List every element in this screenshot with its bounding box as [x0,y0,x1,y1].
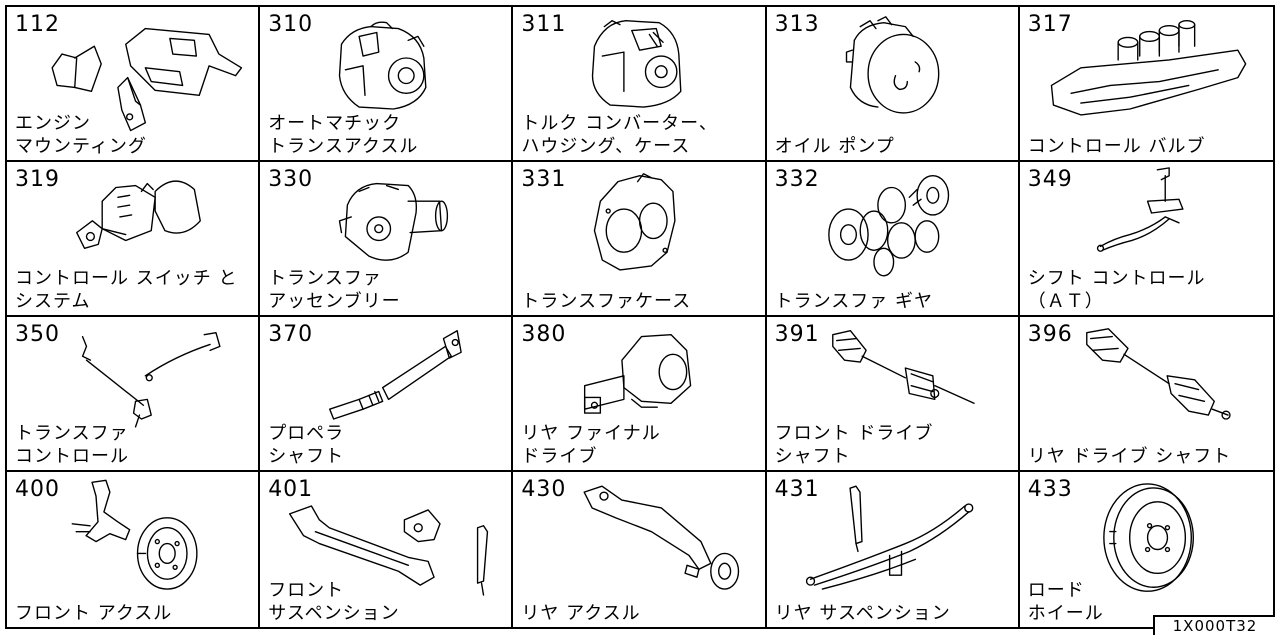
torque-converter-housing-illustration [592,20,682,108]
catalog-cell-330[interactable]: 330 トランスファ アッセンブリー [260,162,514,317]
part-number: 350 [15,322,60,347]
catalog-cell-391[interactable]: 391 フロント ドライブ シャフト [766,317,1020,472]
catalog-cell-311[interactable]: 311 トルク コンバーター、 ハウジング、ケース [513,7,767,162]
part-number: 370 [268,322,314,347]
part-label: オイル ポンプ [774,136,895,157]
part-label: リヤ ドライブ シャフト [1027,446,1232,467]
part-number: 317 [1027,12,1073,37]
transfer-case-illustration [594,173,676,271]
part-label: ロード ホイール [1027,580,1104,624]
part-number: 311 [521,12,567,37]
front-suspension-illustration [289,505,489,596]
part-number: 396 [1027,322,1073,347]
part-number: 391 [774,322,820,347]
part-label: フロント サスペンション [268,580,400,624]
catalog-cell-332[interactable]: 332 トランスファ ギヤ [766,162,1020,317]
catalog-cell-380[interactable]: 380 リヤ ファイナル ドライブ [513,317,767,472]
transfer-assembly-illustration [339,182,449,261]
part-label: エンジン マウンティング [15,113,147,157]
part-number: 112 [15,12,60,37]
part-label: フロント アクスル [15,603,173,624]
front-axle-illustration [71,479,198,590]
part-label: トランスファ コントロール [15,423,129,467]
part-number: 433 [1027,477,1073,502]
catalog-code-label: 1X000T32 [1153,615,1275,635]
part-label: リヤ ファイナル ドライブ [521,423,661,467]
catalog-cell-401[interactable]: 401 フロント サスペンション [260,472,514,627]
catalog-cell-317[interactable]: 317 コントロール バルブ [1019,7,1273,162]
catalog-cell-349[interactable]: 349 シフト コントロール （ＡＴ） [1019,162,1273,317]
part-label: コントロール スイッチ と システム [15,268,238,312]
catalog-cell-400[interactable]: 400 フロント アクスル [7,472,261,627]
part-number: 401 [268,477,314,502]
part-number: 332 [774,167,820,192]
engine-mounting-illustration [51,27,243,132]
part-number: 310 [268,12,314,37]
rear-axle-illustration [583,485,740,590]
part-label: シフト コントロール （ＡＴ） [1027,268,1206,312]
catalog-cell-430[interactable]: 430 リヤ アクスル [513,472,767,627]
catalog-cell-433[interactable]: 433 ロード ホイール [1019,472,1273,627]
rear-drive-shaft-illustration [1085,328,1231,420]
part-label: トルク コンバーター、 ハウジング、ケース [521,113,718,157]
transfer-control-illustration [81,332,221,428]
propeller-shaft-illustration [329,330,462,420]
rear-suspension-illustration [805,485,973,590]
part-label: トランスファ ギヤ [774,291,933,312]
part-number: 349 [1027,167,1073,192]
parts-catalog-grid: 112 エンジン マウンティング 310 オートマチック トランスアクスル 31… [5,5,1275,629]
catalog-cell-350[interactable]: 350 トランスファ コントロール [7,317,261,472]
part-label: トランスファケース [521,291,692,312]
rear-final-drive-illustration [584,333,692,414]
catalog-cell-396[interactable]: 396 リヤ ドライブ シャフト [1019,317,1273,472]
part-label: コントロール バルブ [1027,136,1206,157]
part-number: 430 [521,477,567,502]
catalog-cell-112[interactable]: 112 エンジン マウンティング [7,7,261,162]
part-number: 400 [15,477,60,502]
part-number: 380 [521,322,567,347]
part-number: 313 [774,12,820,37]
shift-control-illustration [1096,167,1184,252]
part-label: トランスファ アッセンブリー [268,268,401,312]
part-label: フロント ドライブ シャフト [774,423,934,467]
oil-pump-illustration [845,16,939,114]
automatic-transaxle-illustration [339,21,427,110]
catalog-cell-313[interactable]: 313 オイル ポンプ [766,7,1020,162]
transfer-gear-illustration [827,175,949,277]
catalog-cell-431[interactable]: 431 リヤ サスペンション [766,472,1020,627]
part-label: オートマチック トランスアクスル [268,113,419,157]
catalog-cell-331[interactable]: 331 トランスファケース [513,162,767,317]
part-label: リヤ アクスル [521,603,641,624]
road-wheel-illustration [1102,483,1194,592]
part-label: プロペラ シャフト [268,423,345,467]
part-number: 431 [774,477,820,502]
control-switch-illustration [76,180,201,249]
catalog-cell-310[interactable]: 310 オートマチック トランスアクスル [260,7,514,162]
control-valve-illustration [1050,20,1247,116]
part-label: リヤ サスペンション [774,603,951,624]
part-number: 319 [15,167,60,192]
part-number: 330 [268,167,314,192]
catalog-cell-370[interactable]: 370 プロペラ シャフト [260,317,514,472]
part-number: 331 [521,167,567,192]
front-drive-shaft-illustration [831,330,975,404]
catalog-cell-319[interactable]: 319 コントロール スイッチ と システム [7,162,261,317]
